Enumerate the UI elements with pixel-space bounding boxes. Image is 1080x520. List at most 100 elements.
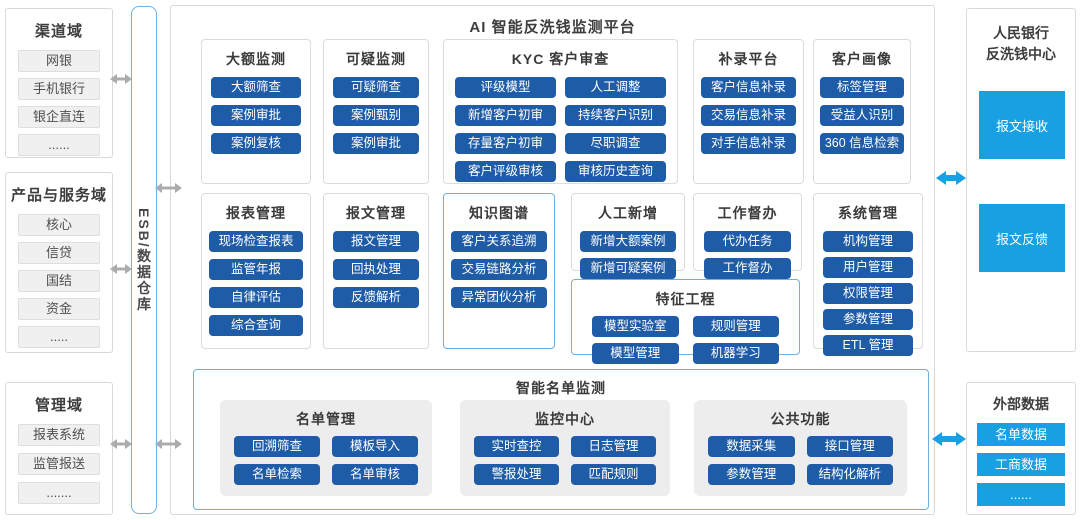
module-chip: 模型实验室 — [592, 316, 679, 337]
module-chip: 审核历史查询 — [565, 161, 666, 182]
section-knowledge-graph: 知识图谱 客户关系追溯 交易链路分析 异常团伙分析 — [443, 193, 555, 349]
module-chip: 交易链路分析 — [451, 259, 547, 280]
domain-title: 渠道域 — [34, 23, 83, 40]
domain-title: 产品与服务域 — [10, 187, 107, 204]
panel-title: 外部数据 — [993, 396, 1049, 412]
module-chip: 名单审核 — [332, 464, 418, 485]
data-exchange-arrow-blue — [932, 431, 966, 447]
group-list-management: 名单管理 回溯筛查 模板导入 名单检索 名单审核 — [220, 400, 432, 496]
domain-item: 网银 — [18, 50, 100, 72]
module-chip: 结构化解析 — [806, 464, 893, 485]
module-chip: 机器学习 — [692, 343, 779, 364]
module-chip: 机构管理 — [823, 231, 913, 252]
message-feedback-box: 报文反馈 — [979, 204, 1065, 272]
panel-title-line1: 人民银行 — [993, 25, 1049, 41]
group-monitoring-center: 监控中心 实时查控 日志管理 警报处理 匹配规则 — [460, 400, 670, 496]
data-exchange-arrow — [110, 74, 132, 84]
module-chip: 新增客户初审 — [455, 105, 556, 126]
section-title: 补录平台 — [718, 51, 779, 67]
module-chip: 尽职调查 — [565, 133, 666, 154]
module-chip: 持续客户识别 — [565, 105, 666, 126]
module-chip: 评级模型 — [455, 77, 556, 98]
module-chip: 综合查询 — [209, 315, 303, 336]
module-chip: 日志管理 — [571, 436, 656, 457]
module-chip: 案例甄别 — [333, 105, 419, 126]
section-work-supervision: 工作督办 代办任务 工作督办 — [693, 193, 802, 279]
module-chip: 实时查控 — [474, 436, 559, 457]
module-chip: 工作督办 — [704, 258, 791, 279]
group-title: 公共功能 — [770, 411, 831, 427]
section-report-management: 报表管理 现场检查报表 监管年报 自律评估 综合查询 — [201, 193, 311, 349]
domain-title: 管理域 — [34, 397, 83, 414]
module-chip: 客户关系追溯 — [451, 231, 547, 252]
module-chip: 客户评级审核 — [455, 161, 556, 182]
domain-item: ....... — [18, 482, 100, 504]
module-chip: 新增可疑案例 — [580, 258, 676, 279]
module-chip: 模型管理 — [592, 343, 679, 364]
module-chip: 模板导入 — [332, 436, 418, 457]
panel-title: 人民银行 反洗钱中心 — [967, 23, 1075, 65]
domain-item: 国结 — [18, 270, 100, 292]
section-kyc-customer-review: KYC 客户审查 评级模型 人工调整 新增客户初审 持续客户识别 存量客户初审 … — [443, 39, 678, 184]
section-title: 工作督办 — [717, 205, 778, 221]
section-title: 可疑监测 — [346, 51, 406, 67]
module-chip: 数据采集 — [708, 436, 795, 457]
data-exchange-arrow — [155, 183, 182, 193]
section-title: 智能名单监测 — [516, 380, 606, 396]
module-chip: 警报处理 — [474, 464, 559, 485]
domain-channel: 渠道域 网银 手机银行 银企直连 ...... — [5, 8, 113, 158]
section-smart-list-monitoring: 智能名单监测 名单管理 回溯筛查 模板导入 名单检索 名单审核 监控中心 实时查… — [193, 369, 929, 510]
module-chip: 异常团伙分析 — [451, 287, 547, 308]
section-title: 报表管理 — [226, 205, 286, 221]
module-chip: 规则管理 — [692, 316, 779, 337]
module-chip: 案例复核 — [211, 133, 301, 154]
group-common-functions: 公共功能 数据采集 接口管理 参数管理 结构化解析 — [694, 400, 907, 496]
data-exchange-arrow — [155, 439, 182, 449]
domain-item: 报表系统 — [18, 424, 100, 446]
data-exchange-arrow-blue — [936, 170, 966, 186]
section-title: 报文管理 — [346, 205, 406, 221]
module-chip: 回执处理 — [333, 259, 419, 280]
module-chip: 存量客户初审 — [455, 133, 556, 154]
external-data-item: 工商数据 — [977, 453, 1065, 476]
section-manual-add: 人工新增 新增大额案例 新增可疑案例 — [571, 193, 685, 279]
aml-platform-panel: AI 智能反洗钱监测平台 大额监测 大额筛查 案例审批 案例复核 可疑监测 可疑… — [170, 5, 935, 515]
module-chip: 监管年报 — [209, 259, 303, 280]
domain-item: 信贷 — [18, 242, 100, 264]
esb-label: ESB/数据仓库 — [136, 207, 152, 313]
module-chip: ETL 管理 — [823, 335, 913, 356]
module-chip: 对手信息补录 — [701, 133, 796, 154]
domain-item: ..... — [18, 326, 100, 348]
section-system-management: 系统管理 机构管理 用户管理 权限管理 参数管理 ETL 管理 — [813, 193, 923, 356]
external-data-item: 名单数据 — [977, 423, 1065, 446]
module-chip: 自律评估 — [209, 287, 303, 308]
module-chip: 新增大额案例 — [580, 231, 676, 252]
message-receive-box: 报文接收 — [979, 91, 1065, 159]
pboc-aml-center-panel: 人民银行 反洗钱中心 报文接收 报文反馈 — [966, 8, 1076, 352]
module-chip: 案例审批 — [333, 133, 419, 154]
section-supplementary-entry-platform: 补录平台 客户信息补录 交易信息补录 对手信息补录 — [693, 39, 804, 184]
module-chip: 人工调整 — [565, 77, 666, 98]
group-title: 名单管理 — [296, 411, 356, 427]
domain-item: 资金 — [18, 298, 100, 320]
domain-item: 监管报送 — [18, 453, 100, 475]
module-chip: 代办任务 — [704, 231, 791, 252]
module-chip: 可疑筛查 — [333, 77, 419, 98]
module-chip: 参数管理 — [823, 309, 913, 330]
external-data-item: ...... — [977, 483, 1065, 506]
section-title: 人工新增 — [598, 205, 658, 221]
section-title: KYC 客户审查 — [511, 51, 610, 67]
module-chip: 反馈解析 — [333, 287, 419, 308]
group-title: 监控中心 — [535, 411, 595, 427]
module-chip: 名单检索 — [234, 464, 320, 485]
esb-data-warehouse-bar: ESB/数据仓库 — [131, 6, 157, 514]
external-data-panel: 外部数据 名单数据 工商数据 ...... — [966, 382, 1076, 515]
section-message-management: 报文管理 报文管理 回执处理 反馈解析 — [323, 193, 429, 349]
domain-item: 手机银行 — [18, 78, 100, 100]
module-chip: 受益人识别 — [820, 105, 904, 126]
module-chip: 用户管理 — [823, 257, 913, 278]
module-chip: 参数管理 — [708, 464, 795, 485]
module-chip: 现场检查报表 — [209, 231, 303, 252]
domain-item: ...... — [18, 134, 100, 156]
